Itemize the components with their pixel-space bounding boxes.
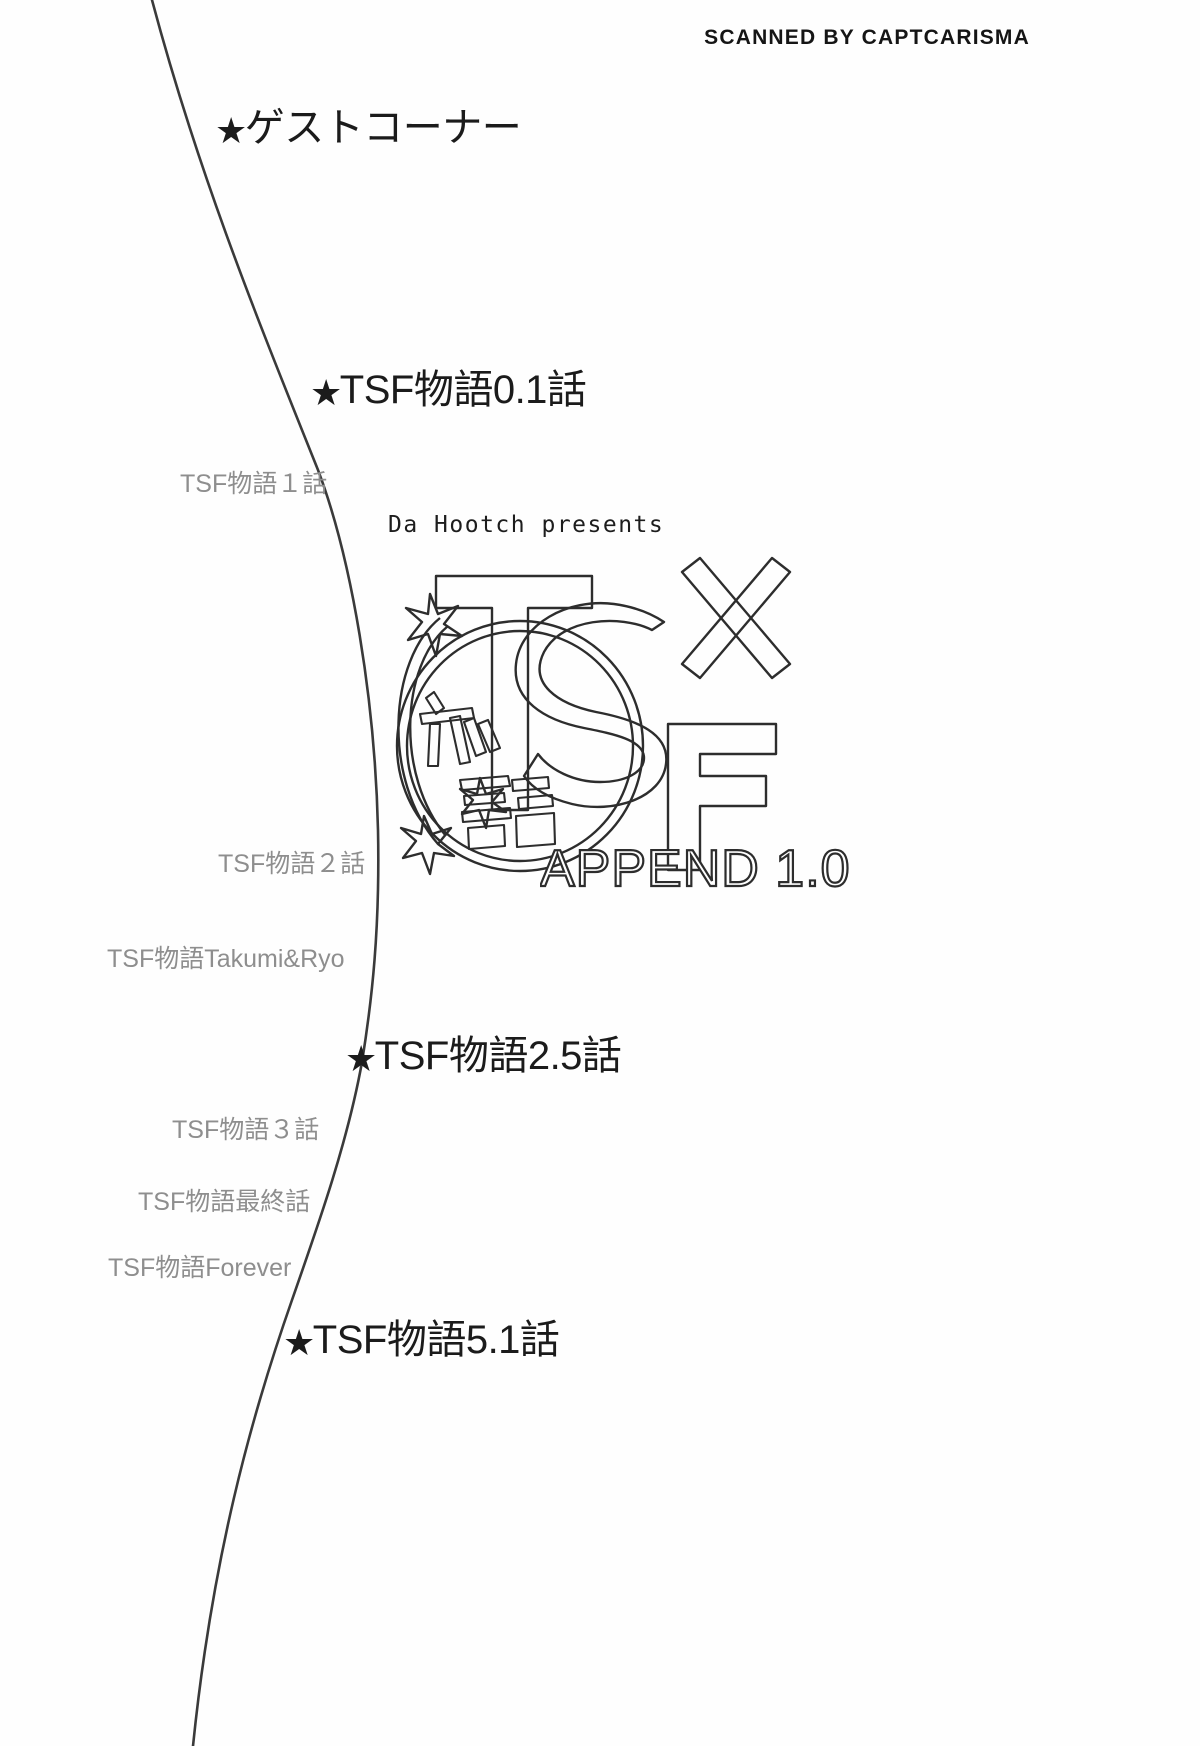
timeline-entry[interactable]: TSF物語Takumi&Ryo	[107, 947, 345, 972]
star-icon: ★	[310, 372, 342, 413]
timeline-entry[interactable]: TSF物語１話	[180, 472, 327, 497]
timeline-entry-label: ゲストコーナー	[244, 106, 522, 150]
logo-swoosh	[397, 617, 441, 845]
timeline-entry[interactable]: TSF物語３話	[172, 1118, 319, 1143]
timeline-entry-label: TSF物語2.5話	[374, 1034, 622, 1078]
logo-ring-outer	[395, 619, 645, 873]
timeline-entry[interactable]: ★TSF物語0.1話	[310, 368, 587, 413]
logo-cross-mark-2	[680, 556, 792, 680]
star-icon: ★	[345, 1038, 377, 1079]
timeline-entry[interactable]: ★TSF物語5.1話	[283, 1318, 560, 1363]
star-icon: ★	[215, 110, 247, 151]
logo-letter-s	[514, 601, 668, 809]
timeline-entry[interactable]: TSF物語Forever	[108, 1256, 291, 1281]
tsf-logo	[352, 548, 852, 908]
timeline-entry-label: TSF物語最終話	[138, 1188, 311, 1216]
scan-credit-text: SCANNED BY CAPTCARISMA	[704, 26, 1030, 49]
logo-star-upper-left	[404, 592, 464, 658]
append-version-label: APPEND 1.0	[539, 839, 870, 900]
timeline-entry[interactable]: TSF物語２話	[218, 852, 365, 877]
presents-credit: Da Hootch presents	[388, 512, 665, 538]
logo-star-lower-left	[399, 814, 456, 876]
timeline-entry-label: TSF物語１話	[180, 470, 328, 498]
star-icon: ★	[283, 1322, 315, 1363]
timeline-entry-label: TSF物語３話	[172, 1116, 320, 1144]
logo-kanji-gatari	[458, 774, 557, 851]
logo-kanji-mono	[418, 690, 502, 768]
append-version-text: APPEND 1.0	[540, 840, 851, 898]
timeline-entry[interactable]: TSF物語最終話	[138, 1190, 310, 1215]
timeline-entry-label: TSF物語Forever	[108, 1254, 292, 1282]
timeline-entry-label: TSF物語0.1話	[339, 368, 587, 412]
timeline-entry-label: TSF物語Takumi&Ryo	[107, 945, 345, 973]
tsf-logo-artwork	[395, 556, 792, 876]
logo-letter-f	[666, 722, 778, 872]
timeline-entry[interactable]: ★TSF物語2.5話	[345, 1034, 622, 1079]
logo-ring-inner	[405, 629, 635, 863]
timeline-entry[interactable]: ★ゲストコーナー	[215, 106, 522, 151]
logo-cross-mark	[680, 556, 792, 680]
timeline-entry-label: TSF物語5.1話	[312, 1318, 560, 1362]
logo-swoosh-2	[409, 625, 449, 837]
logo-star-lower-center	[458, 776, 508, 830]
timeline-entry-label: TSF物語２話	[218, 850, 366, 878]
